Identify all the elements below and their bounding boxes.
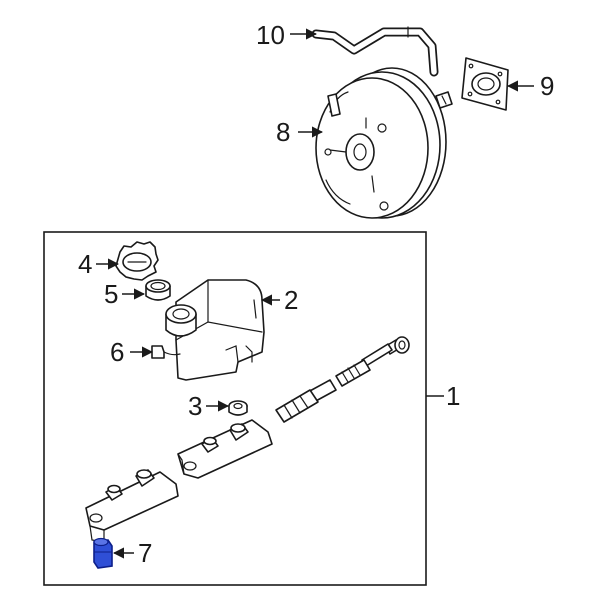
master-cylinder-upper[interactable] [177, 419, 273, 479]
callout-5: 5 [104, 279, 118, 309]
callout-4: 4 [78, 249, 92, 279]
callout-10: 10 [256, 20, 285, 50]
callout-2: 2 [284, 285, 298, 315]
reservoir-grommet[interactable] [228, 400, 248, 416]
callout-9: 9 [540, 71, 554, 101]
reservoir-cap[interactable] [115, 241, 159, 281]
brake-switch-highlighted[interactable] [93, 537, 113, 569]
brake-booster[interactable] [315, 67, 453, 219]
callout-3: 3 [188, 391, 202, 421]
master-cylinder-lower[interactable] [85, 469, 179, 543]
assembly-box [43, 231, 427, 586]
callout-6: 6 [110, 337, 124, 367]
vacuum-hose[interactable] [311, 26, 439, 77]
reservoir-strainer[interactable] [145, 279, 171, 301]
piston-assembly[interactable] [275, 336, 410, 423]
brake-fluid-reservoir[interactable] [165, 279, 265, 381]
callout-1: 1 [446, 381, 460, 411]
callout-7: 7 [138, 538, 152, 568]
booster-gasket[interactable] [461, 57, 509, 111]
callout-8: 8 [276, 117, 290, 147]
